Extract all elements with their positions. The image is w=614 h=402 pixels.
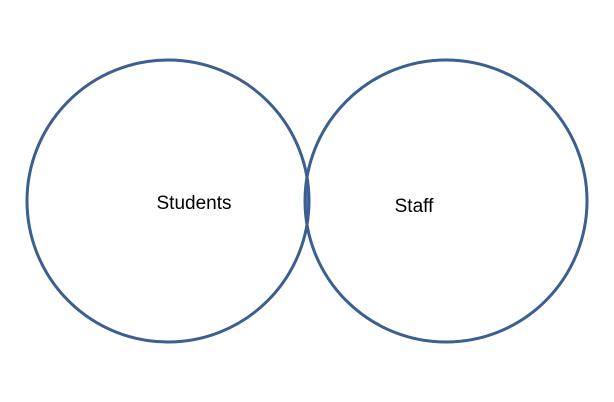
staff-label: Staff: [395, 196, 434, 217]
students-label: Students: [157, 193, 232, 214]
students-circle: [25, 58, 311, 344]
staff-circle: [303, 58, 589, 344]
